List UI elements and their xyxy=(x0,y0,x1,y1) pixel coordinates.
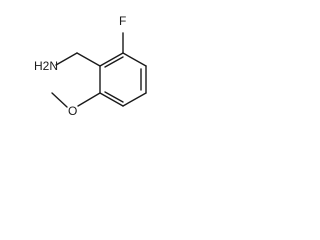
benzene-ring xyxy=(99,52,147,107)
bond-ring-to-oxygen xyxy=(77,92,101,107)
ring-bond-c4-c5 xyxy=(122,92,147,107)
bond-oxygen-to-methyl xyxy=(51,92,68,108)
oxygen-label: O xyxy=(68,104,77,118)
ring-bond-c5-c6 xyxy=(99,92,124,107)
structural-formula: F H2N O xyxy=(34,14,147,118)
ring-double-bond-c1-c2 xyxy=(104,56,124,68)
ring-double-bond-c5-c6 xyxy=(104,91,124,103)
fluorine-label: F xyxy=(119,14,126,28)
ring-bond-c1-c2 xyxy=(99,52,124,67)
bond-ring-to-ch2 xyxy=(76,52,101,67)
bond-ch2-to-nh2 xyxy=(55,52,78,66)
amine-label: H2N xyxy=(34,59,58,73)
ring-bond-c2-c3 xyxy=(122,52,147,67)
